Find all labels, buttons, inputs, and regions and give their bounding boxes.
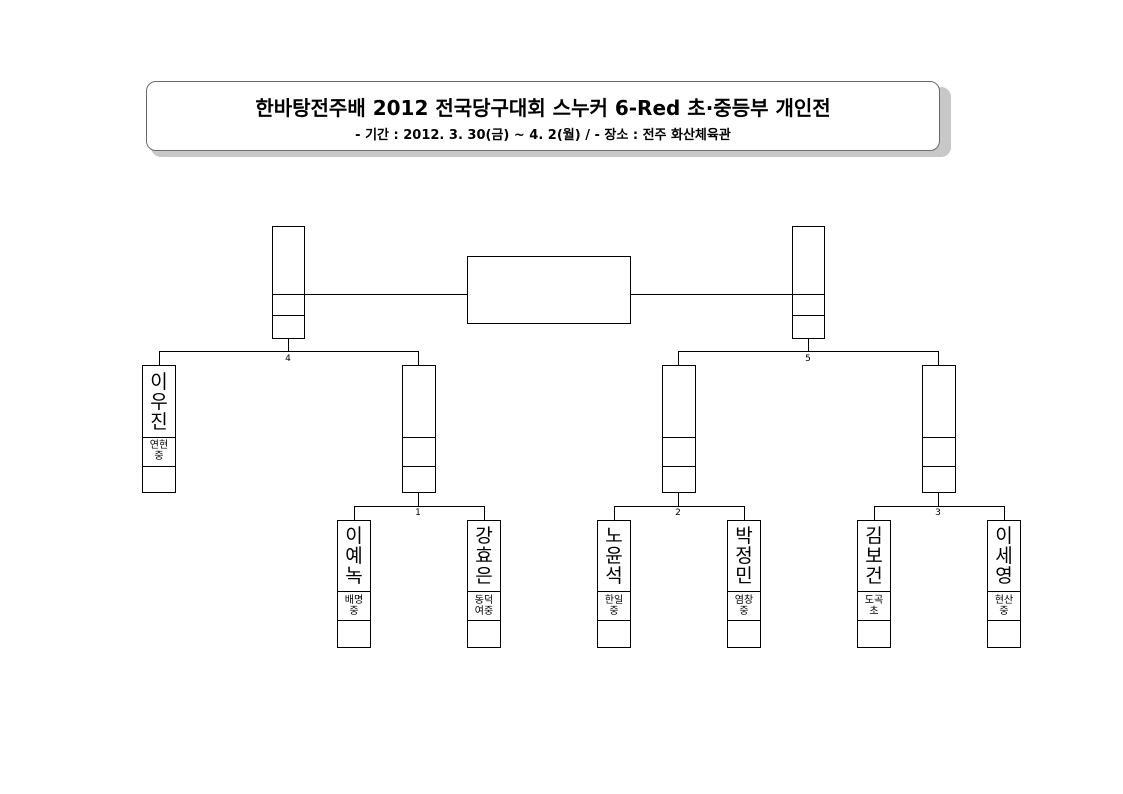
match-number-5: 5: [805, 354, 811, 364]
match-number-2: 2: [675, 508, 681, 518]
champion-box: [467, 256, 631, 324]
player-name: 김 보 건: [865, 525, 883, 587]
player-name: 이 예 녹: [345, 525, 363, 587]
player-name: 노 윤 석: [605, 525, 623, 587]
player-school: 현산 중: [994, 595, 1014, 617]
semifinal-right-box: [792, 226, 825, 339]
player-school: 도곡 초: [864, 595, 884, 617]
player-school: 배명 중: [344, 595, 364, 617]
player-school: 동덕 여중: [474, 595, 494, 617]
player-school: 염창 중: [734, 595, 754, 617]
player-school: 한일 중: [604, 595, 624, 617]
title-box: 한바탕전주배 2012 전국당구대회 스누커 6-Red 초·중등부 개인전 -…: [146, 81, 940, 151]
player-name: 강 효 은: [475, 525, 493, 587]
semifinal-left-box: [272, 226, 305, 339]
player-school: 연현 중: [149, 440, 169, 462]
player-name: 박 정 민: [735, 525, 753, 587]
match-number-1: 1: [415, 508, 421, 518]
match-number-3: 3: [935, 508, 941, 518]
player-name: 이 세 영: [995, 525, 1013, 587]
tournament-title: 한바탕전주배 2012 전국당구대회 스누커 6-Red 초·중등부 개인전: [255, 96, 831, 120]
tournament-period-venue: - 기간 : 2012. 3. 30(금) ~ 4. 2(월) / - 장소 :…: [355, 128, 731, 143]
player-name: 이 우 진: [150, 371, 168, 433]
match-number-4: 4: [285, 354, 291, 364]
